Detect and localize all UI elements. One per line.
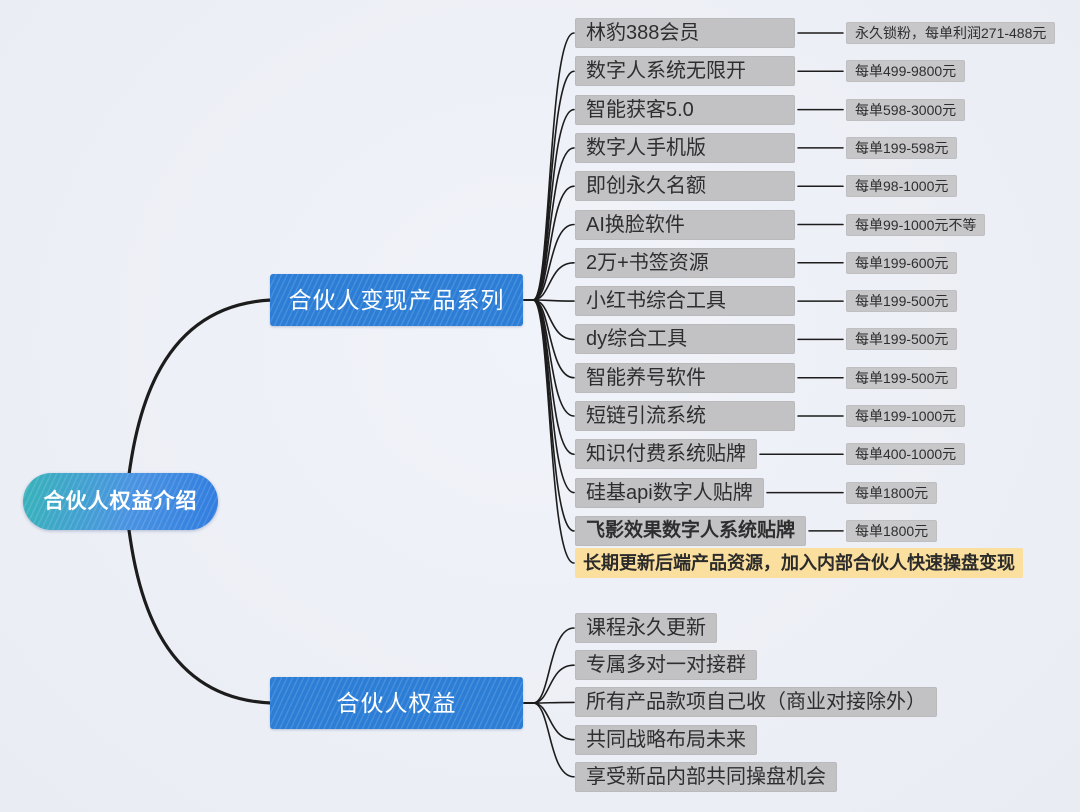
connector-line [532, 664, 575, 704]
topic-node[interactable]: 智能养号软件 [575, 362, 795, 393]
connector-line [532, 299, 575, 456]
root-node[interactable]: 合伙人权益介绍 [23, 473, 218, 530]
connector-line [532, 627, 575, 704]
topic-node[interactable]: 飞影效果数字人系统贴牌 [575, 515, 807, 546]
price-node[interactable]: 每单499-9800元 [846, 60, 966, 83]
connector-line [532, 299, 575, 564]
benefit-node[interactable]: 课程永久更新 [575, 613, 717, 643]
connector-line [532, 108, 575, 301]
topic-node[interactable]: AI换脸软件 [575, 209, 795, 240]
price-node[interactable]: 每单1800元 [846, 519, 938, 542]
branch-node-benefits[interactable]: 合伙人权益 [270, 677, 523, 729]
highlight-node[interactable]: 长期更新后端产品资源，加入内部合伙人快速操盘变现 [575, 548, 1023, 578]
connector-line [532, 299, 575, 302]
price-node[interactable]: 每单598-3000元 [846, 98, 966, 121]
connector-line [124, 298, 273, 500]
branch-node-products[interactable]: 合伙人变现产品系列 [270, 274, 523, 326]
price-node[interactable]: 每单99-1000元不等 [846, 213, 986, 236]
price-node[interactable]: 每单400-1000元 [846, 443, 966, 466]
connector-line [532, 299, 575, 341]
connector-line [532, 299, 575, 494]
connector-line [532, 299, 575, 417]
connector-line [532, 262, 575, 301]
connector-line [532, 299, 575, 379]
topic-node[interactable]: 即创永久名额 [575, 171, 795, 202]
price-node[interactable]: 每单1800元 [846, 481, 938, 504]
connector-line [532, 185, 575, 301]
price-node[interactable]: 每单199-600元 [846, 251, 958, 274]
connector-line [532, 70, 575, 301]
price-node[interactable]: 每单199-500元 [846, 290, 958, 313]
benefit-node[interactable]: 专属多对一对接群 [575, 650, 757, 681]
connector-line [532, 147, 575, 301]
topic-node[interactable]: dy综合工具 [575, 324, 795, 355]
topic-node[interactable]: 智能获客5.0 [575, 94, 795, 125]
benefit-node[interactable]: 共同战略布局未来 [575, 724, 757, 755]
connector-line [532, 702, 575, 778]
connector-line [532, 299, 575, 532]
price-node[interactable]: 每单98-1000元 [846, 175, 958, 198]
price-node[interactable]: 每单199-598元 [846, 136, 958, 159]
connector-line [124, 504, 273, 705]
connector-line [532, 702, 575, 741]
topic-node[interactable]: 小红书综合工具 [575, 286, 795, 317]
connector-line [532, 701, 575, 704]
topic-node[interactable]: 知识付费系统贴牌 [575, 439, 757, 470]
topic-node[interactable]: 林豹388会员 [575, 18, 795, 48]
topic-node[interactable]: 2万+书签资源 [575, 247, 795, 278]
price-node[interactable]: 每单199-500元 [846, 366, 958, 389]
price-node[interactable]: 每单199-500元 [846, 328, 958, 351]
benefit-node[interactable]: 所有产品款项自己收（商业对接除外） [575, 687, 937, 718]
benefit-node[interactable]: 享受新品内部共同操盘机会 [575, 761, 837, 792]
price-node[interactable]: 永久锁粉，每单利润271-488元 [846, 22, 1056, 44]
connector-line [532, 32, 575, 301]
topic-node[interactable]: 数字人手机版 [575, 132, 795, 163]
topic-node[interactable]: 数字人系统无限开 [575, 56, 795, 87]
topic-node[interactable]: 硅基api数字人贴牌 [575, 477, 764, 508]
connector-line [532, 223, 575, 301]
topic-node[interactable]: 短链引流系统 [575, 401, 795, 431]
price-node[interactable]: 每单199-1000元 [846, 405, 966, 427]
